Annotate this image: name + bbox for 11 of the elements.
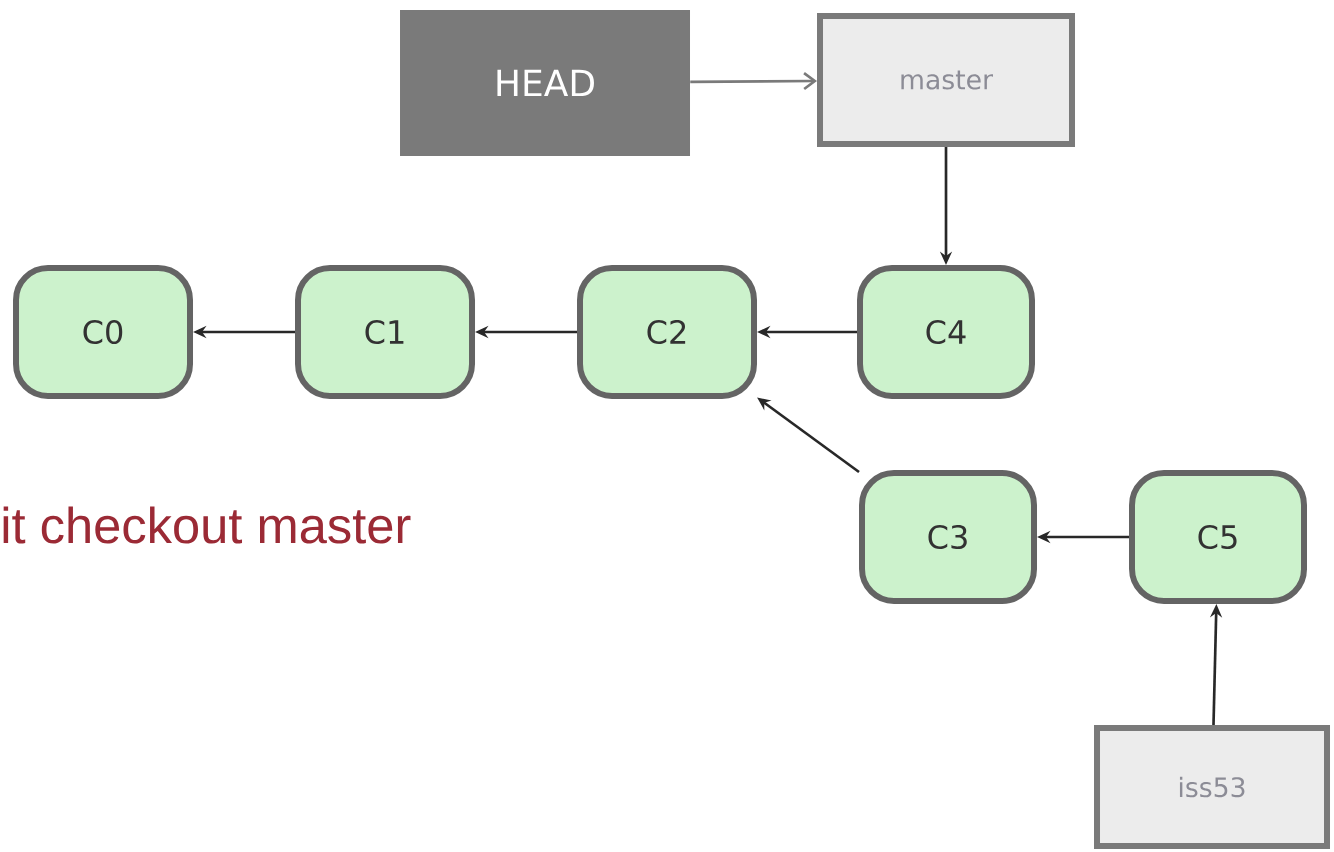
- commit-box: C4: [857, 265, 1035, 399]
- commit-box: C2: [577, 265, 757, 399]
- arrow: [690, 71, 817, 91]
- commit-box: C0: [13, 265, 193, 399]
- command-text: it checkout master: [3, 506, 411, 544]
- commit-box: C5: [1129, 470, 1307, 604]
- branch-box: iss53: [1094, 725, 1330, 849]
- head-box: HEAD: [400, 10, 690, 156]
- commit-box: C3: [859, 470, 1037, 604]
- commit-box: C1: [295, 265, 475, 399]
- branch-box: master: [817, 13, 1075, 147]
